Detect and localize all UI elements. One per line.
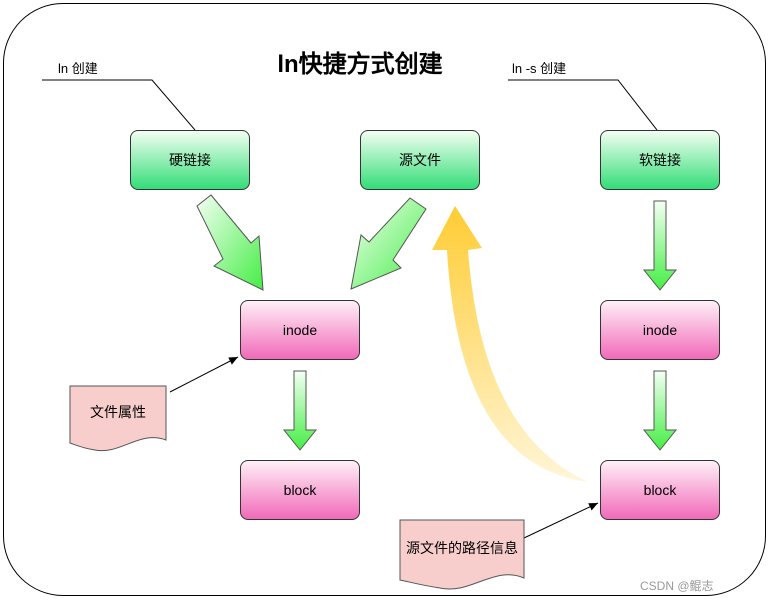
arrow-inode-to-block-left — [282, 370, 318, 451]
inode-box-right: inode — [600, 300, 720, 360]
inode-right-label: inode — [642, 322, 678, 338]
source-file-label: 源文件 — [399, 152, 441, 168]
soft-link-command-note: ln -s 创建 — [512, 61, 567, 76]
source-path-pointer — [523, 502, 599, 539]
file-attributes-doc-shape — [69, 385, 167, 452]
inode-box-left: inode — [240, 300, 360, 360]
block-left-label: block — [283, 482, 317, 498]
hard-link-label: 硬链接 — [169, 152, 211, 168]
block-right-label: block — [643, 482, 677, 498]
source-file-box: 源文件 — [360, 130, 480, 190]
arrow-softlink-to-inode — [642, 200, 678, 291]
soft-link-box: 软链接 — [600, 130, 720, 190]
source-path-doc: 源文件的路径信息 — [406, 540, 518, 556]
file-attributes-doc: 文件属性 — [90, 404, 146, 420]
hard-link-command-note: ln 创建 — [58, 61, 98, 76]
diagram-frame — [3, 3, 766, 596]
block-box-left: block — [240, 460, 360, 520]
source-path-doc-shape — [399, 519, 525, 590]
arrow-source-to-inode — [350, 197, 427, 290]
watermark: CSDN @鲲志 — [640, 579, 714, 593]
block-box-right: block — [600, 460, 720, 520]
hard-link-note-line — [42, 79, 196, 131]
soft-link-note-line — [508, 79, 658, 131]
soft-link-label: 软链接 — [639, 152, 681, 168]
file-attributes-pointer — [169, 356, 239, 393]
arrow-block-to-source — [432, 206, 588, 482]
arrow-inode-to-block-right — [642, 370, 678, 451]
hard-link-box: 硬链接 — [130, 130, 250, 190]
arrow-hardlink-to-inode — [196, 194, 264, 291]
inode-left-label: inode — [282, 322, 318, 338]
diagram-title: ln快捷方式创建 — [277, 51, 443, 78]
